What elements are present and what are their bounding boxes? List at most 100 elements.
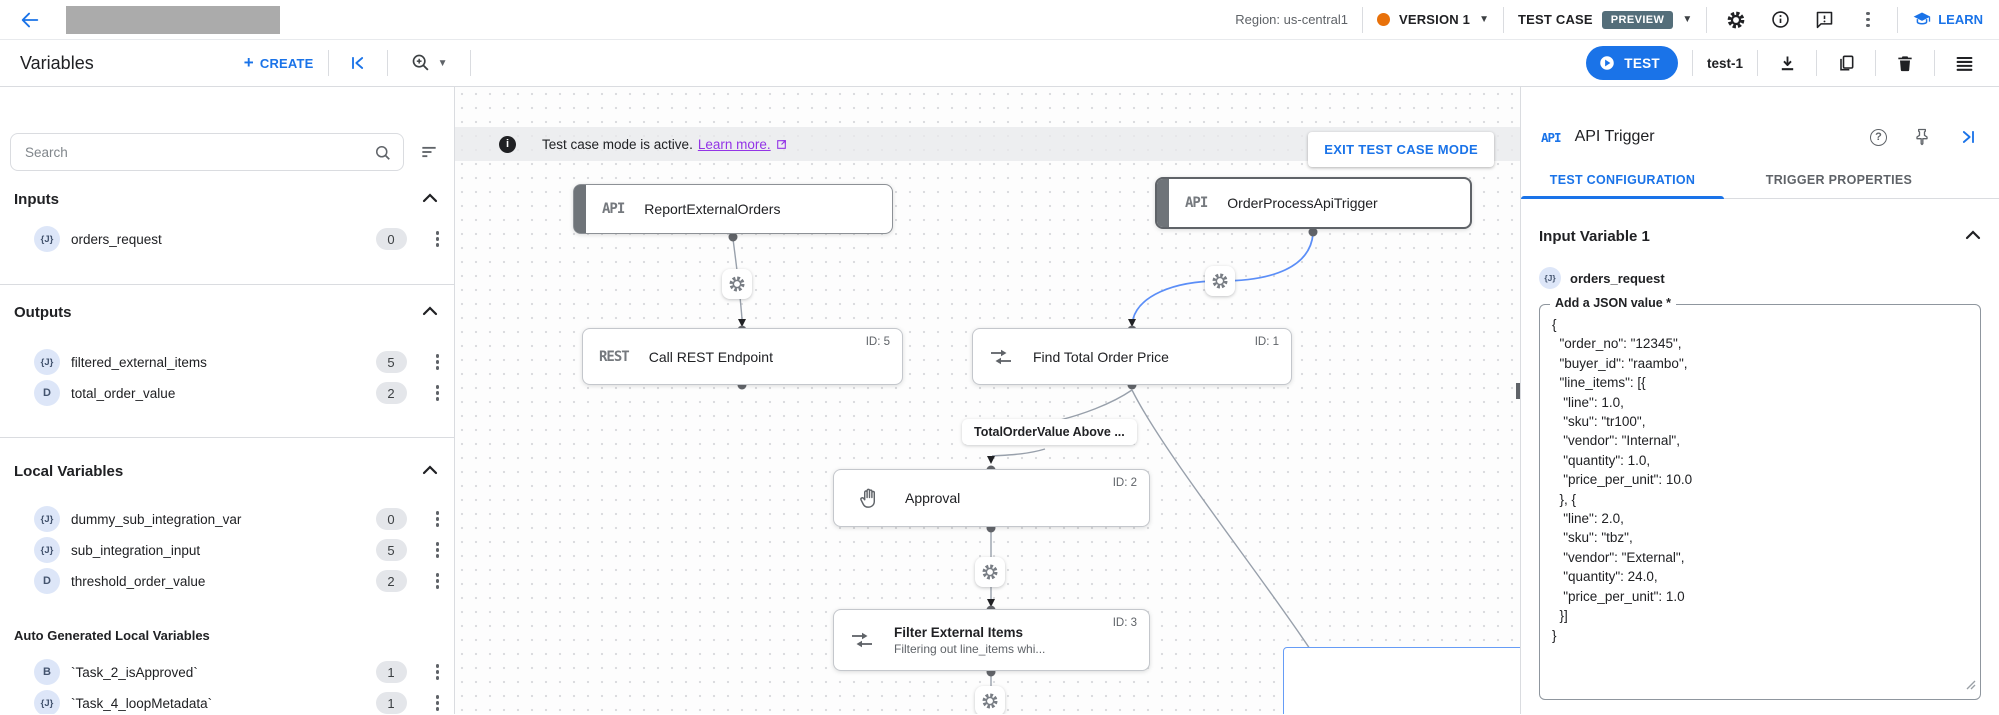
- version-label: VERSION 1: [1398, 12, 1471, 27]
- chevron-down-icon: ▼: [437, 57, 448, 69]
- test-case-label: TEST CASE: [1518, 12, 1593, 27]
- back-arrow-icon[interactable]: [16, 6, 44, 34]
- variable-row[interactable]: {J} filtered_external_items 5: [0, 349, 454, 375]
- zoom-tool-dropdown[interactable]: ▼: [402, 48, 456, 78]
- variable-row[interactable]: D threshold_order_value 2: [0, 568, 454, 594]
- usage-count-badge: 0: [375, 228, 407, 250]
- pin-icon[interactable]: [1911, 126, 1933, 148]
- variable-row[interactable]: D total_order_value 2: [0, 380, 454, 406]
- chevron-down-icon: ▼: [1682, 14, 1693, 25]
- resize-handle[interactable]: [1966, 677, 1976, 695]
- canvas-scrollbar-thumb[interactable]: [1516, 383, 1520, 399]
- node-id-label: ID: 2: [1112, 477, 1137, 489]
- section-header-local-variables[interactable]: Local Variables: [0, 458, 454, 484]
- sort-filter-icon[interactable]: [414, 137, 444, 167]
- input-variable-section-header[interactable]: Input Variable 1: [1539, 223, 1981, 249]
- graduation-cap-icon: [1913, 12, 1931, 25]
- external-link-icon: [776, 139, 786, 149]
- logs-list-icon[interactable]: [1949, 48, 1979, 78]
- trigger-accent-bar: [1157, 179, 1169, 227]
- more-menu-icon[interactable]: [1853, 5, 1883, 35]
- version-selector[interactable]: VERSION 1 ▼: [1376, 12, 1489, 27]
- edge-config-gear-icon[interactable]: [722, 269, 752, 299]
- variable-row[interactable]: {J} sub_integration_input 5: [0, 537, 454, 563]
- download-icon[interactable]: [1772, 48, 1802, 78]
- divider: [0, 437, 454, 438]
- learn-more-link[interactable]: Learn more.: [697, 136, 771, 152]
- copy-icon[interactable]: [1831, 48, 1861, 78]
- variables-panel-title: Variables: [20, 52, 94, 73]
- edge-config-gear-icon[interactable]: [975, 557, 1005, 587]
- row-menu-icon[interactable]: [433, 570, 443, 592]
- info-icon: i: [499, 135, 516, 153]
- section-header-auto-generated: Auto Generated Local Variables: [14, 627, 210, 643]
- usage-count-badge: 1: [375, 692, 407, 714]
- json-field-label: Add a JSON value *: [1550, 296, 1677, 310]
- search-input[interactable]: [11, 134, 403, 170]
- variable-row[interactable]: {J} `Task_4_loopMetadata` 1: [0, 690, 454, 714]
- row-menu-icon[interactable]: [433, 508, 443, 530]
- edge-condition-label[interactable]: TotalOrderValue Above ...: [962, 419, 1137, 445]
- section-header-inputs[interactable]: Inputs: [0, 186, 454, 212]
- panel-header: API API Trigger ?: [1521, 87, 1999, 161]
- divider: [1757, 50, 1758, 76]
- search-icon: [373, 143, 393, 168]
- variable-row[interactable]: {J} dummy_sub_integration_var 0: [0, 506, 454, 532]
- divider: [0, 284, 454, 285]
- tab-trigger-properties[interactable]: TRIGGER PROPERTIES: [1765, 172, 1913, 187]
- row-menu-icon[interactable]: [433, 661, 443, 683]
- json-type-icon: {J}: [34, 537, 60, 563]
- pending-node-placeholder[interactable]: [1283, 647, 1520, 714]
- redacted-title-block: [66, 5, 280, 34]
- delete-trash-icon[interactable]: [1890, 48, 1920, 78]
- collapse-panel-icon[interactable]: [343, 48, 373, 78]
- node-call-rest-endpoint[interactable]: REST Call REST Endpoint ID: 5: [582, 328, 903, 385]
- edge-config-gear-icon[interactable]: [1205, 266, 1235, 296]
- variable-row[interactable]: {J} orders_request 0: [0, 226, 454, 252]
- edge-config-gear-icon[interactable]: [975, 686, 1005, 714]
- exit-test-case-mode-button[interactable]: EXIT TEST CASE MODE: [1308, 132, 1494, 167]
- api-glyph: API: [602, 201, 625, 217]
- json-value-textarea[interactable]: { "order_no": "12345", "buyer_id": "raam…: [1552, 317, 1693, 643]
- create-variable-button[interactable]: + CREATE: [243, 53, 314, 72]
- settings-gear-icon[interactable]: [1721, 5, 1751, 35]
- usage-count-badge: 5: [375, 351, 407, 373]
- api-glyph: API: [1541, 129, 1562, 145]
- row-menu-icon[interactable]: [433, 228, 443, 250]
- divider: [469, 50, 471, 76]
- test-case-name[interactable]: test-1: [1706, 55, 1743, 71]
- integration-canvas[interactable]: i Test case mode is active. Learn more. …: [455, 87, 1520, 714]
- learn-label: LEARN: [1938, 12, 1983, 27]
- preview-badge: PREVIEW: [1601, 10, 1674, 29]
- node-find-total-order-price[interactable]: Find Total Order Price ID: 1: [972, 328, 1292, 385]
- panel-variable-row: {J} orders_request: [1539, 267, 1981, 289]
- node-filter-external-items[interactable]: Filter External Items Filtering out line…: [833, 609, 1150, 671]
- row-menu-icon[interactable]: [433, 351, 443, 373]
- node-id-label: ID: 3: [1112, 617, 1137, 629]
- row-menu-icon[interactable]: [433, 382, 443, 404]
- info-icon[interactable]: [1765, 5, 1795, 35]
- help-icon[interactable]: ?: [1870, 128, 1887, 146]
- test-case-selector[interactable]: TEST CASE PREVIEW ▼: [1518, 10, 1693, 29]
- data-mapping-icon: [989, 347, 1013, 367]
- divider: [1361, 6, 1363, 33]
- node-approval[interactable]: Approval ID: 2: [833, 469, 1150, 527]
- rest-glyph: REST: [599, 348, 630, 365]
- row-menu-icon[interactable]: [433, 539, 443, 561]
- node-order-process-api-trigger[interactable]: API OrderProcessApiTrigger: [1155, 177, 1472, 229]
- chevron-up-icon: [422, 303, 438, 321]
- variable-row[interactable]: B `Task_2_isApproved` 1: [0, 659, 454, 685]
- api-trigger-config-panel: API API Trigger ? TEST CONFIGURATION TRI…: [1520, 87, 1999, 714]
- section-header-outputs[interactable]: Outputs: [0, 299, 454, 325]
- test-button[interactable]: TEST: [1586, 46, 1678, 80]
- region-label: Region: us-central1: [1235, 12, 1348, 27]
- node-report-external-orders[interactable]: API ReportExternalOrders: [573, 184, 893, 234]
- feedback-icon[interactable]: [1809, 5, 1839, 35]
- tab-test-configuration[interactable]: TEST CONFIGURATION: [1521, 161, 1724, 199]
- json-type-icon: {J}: [1539, 267, 1561, 289]
- row-menu-icon[interactable]: [433, 692, 443, 714]
- learn-link[interactable]: LEARN: [1912, 10, 1983, 30]
- collapse-panel-right-icon[interactable]: [1957, 126, 1979, 148]
- data-mapping-icon: [850, 630, 874, 650]
- version-status-dot: [1376, 13, 1390, 26]
